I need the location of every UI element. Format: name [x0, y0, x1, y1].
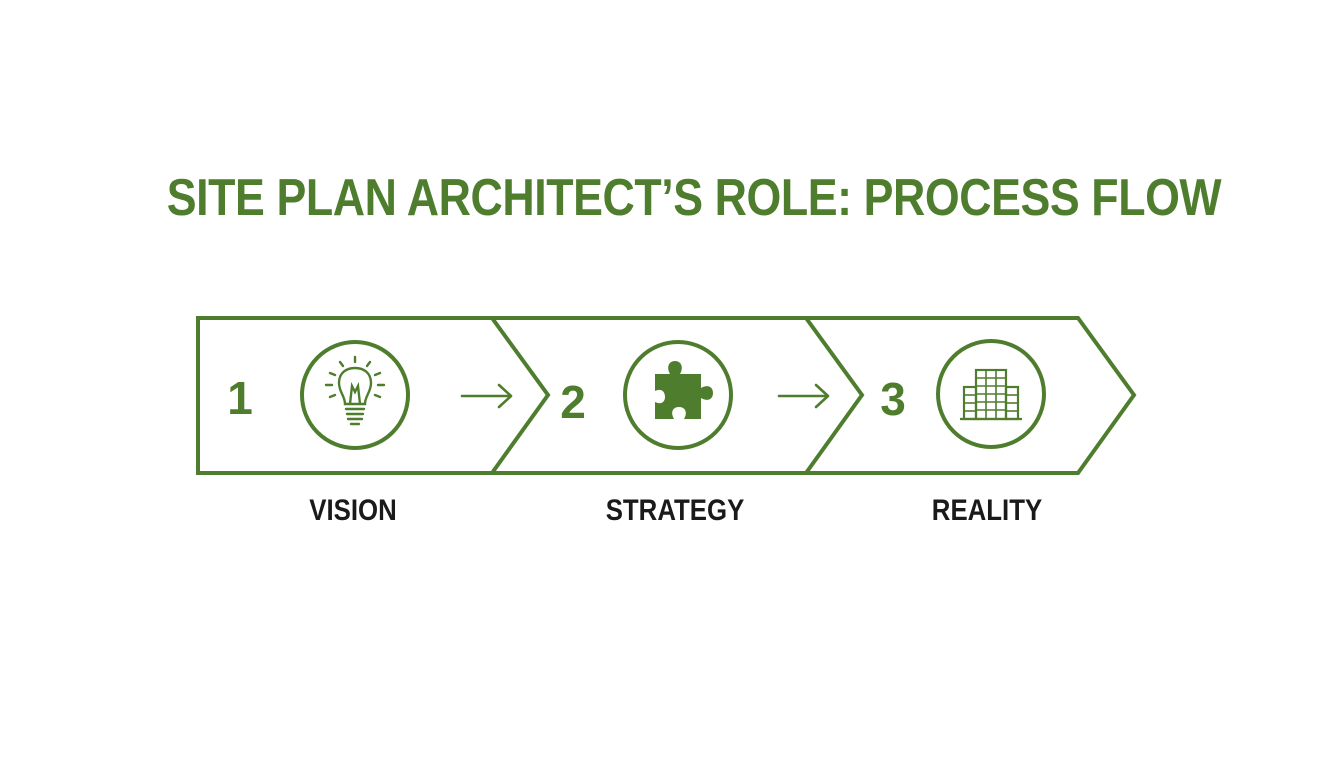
step-1-shape: [196, 316, 551, 475]
arrow-icon: [460, 383, 513, 409]
step-1-icon-circle: [300, 340, 410, 450]
step-3-icon-circle: [936, 339, 1046, 449]
step-2-icon-circle: [623, 340, 733, 450]
building-icon: [960, 368, 1022, 421]
arrow-icon: [777, 383, 830, 409]
puzzle-piece-icon: [655, 361, 713, 419]
step-2-shape: [492, 316, 865, 475]
step-1-label: VISION: [309, 494, 397, 527]
step-3-label: REALITY: [931, 494, 1043, 527]
step-2-number: 2: [560, 376, 586, 428]
lightbulb-icon: [324, 355, 386, 426]
step-3-number: 3: [880, 373, 906, 425]
step-3-shape: [806, 316, 1137, 475]
step-1-number: 1: [227, 372, 253, 424]
step-2-label: STRATEGY: [605, 494, 745, 527]
diagram-title: SITE PLAN ARCHITECT’S ROLE: PROCESS FLOW: [166, 169, 1222, 227]
